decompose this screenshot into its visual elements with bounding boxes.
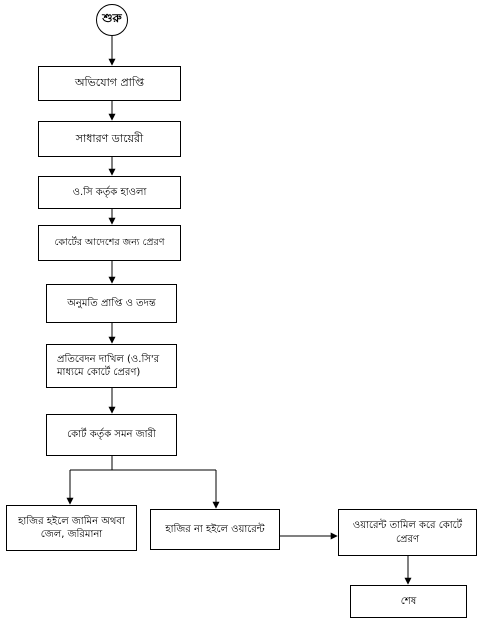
step-summons: কোর্ট কর্তৃক সমন জারী	[46, 414, 177, 456]
step-court-order-label: কোর্টের আদেশের জন্য প্রেরণ	[54, 236, 165, 248]
step-summons-label: কোর্ট কর্তৃক সমন জারী	[67, 429, 156, 441]
step-oc-handover-label: ও.সি কর্তৃক হাওলা	[72, 186, 147, 198]
start-label: শুরু	[102, 11, 122, 25]
step-present-line2: জেল, জরিমানা	[40, 529, 103, 540]
step-court-order: কোর্টের আদেশের জন্য প্রেরণ	[38, 225, 181, 261]
step-absent: হাজির না হইলে ওয়ারেন্ট	[150, 509, 280, 550]
step-diary: সাধারণ ডায়েরী	[38, 121, 181, 157]
step-warrant: ওয়ারেন্ট তামিল করে কোর্টে প্রেরণ	[338, 509, 477, 556]
step-present-line1: হাজির হইলে জামিন অথবা	[18, 515, 125, 527]
step-report: প্রতিবেদন দাখিল (ও.সি'র মাধ্যমে কোর্টে প…	[46, 344, 177, 388]
step-report-line2: মাধ্যমে কোর্টে প্রেরণ)	[57, 367, 141, 378]
step-permission-label: অনুমতি প্রাপ্তি ও তদন্ত	[67, 297, 156, 309]
step-end: শেষ	[350, 585, 467, 618]
step-oc-handover: ও.সি কর্তৃক হাওলা	[38, 176, 181, 209]
step-report-line1: প্রতিবেদন দাখিল (ও.সি'র	[57, 353, 160, 365]
step-complaint: অভিযোগ প্রাপ্তি	[38, 66, 181, 101]
start-node: শুরু	[96, 4, 128, 36]
step-end-label: শেষ	[400, 595, 417, 607]
step-warrant-line2: প্রেরণ	[395, 533, 420, 545]
step-present: হাজির হইলে জামিন অথবা জেল, জরিমানা	[6, 505, 137, 551]
step-complaint-label: অভিযোগ প্রাপ্তি	[74, 76, 145, 90]
step-diary-label: সাধারণ ডায়েরী	[75, 131, 144, 145]
step-warrant-line1: ওয়ারেন্ট তামিল করে কোর্টে	[352, 520, 463, 531]
step-absent-label: হাজির না হইলে ওয়ারেন্ট	[165, 523, 265, 535]
step-permission: অনুমতি প্রাপ্তি ও তদন্ত	[46, 284, 177, 323]
